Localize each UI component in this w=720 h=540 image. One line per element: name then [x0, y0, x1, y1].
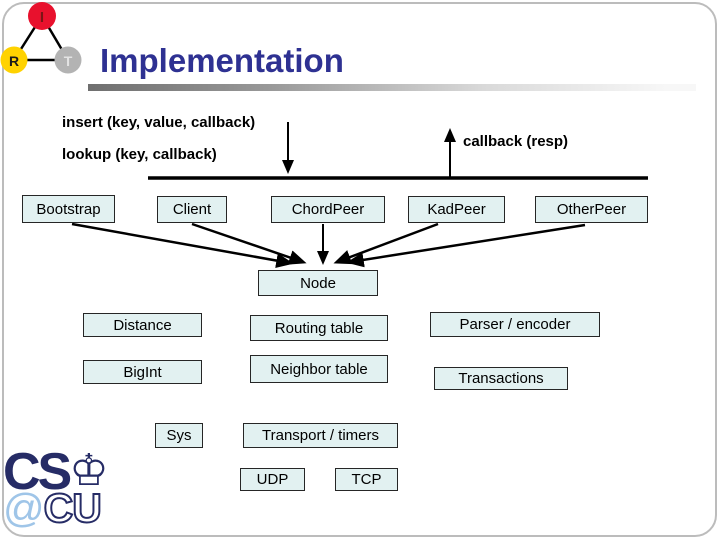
peer-box-otherpeer: OtherPeer — [535, 196, 648, 223]
cscu-cs-text: CS — [3, 443, 72, 501]
component-box-sys: Sys — [155, 423, 203, 448]
component-box-routing-table: Routing table — [250, 315, 388, 341]
component-box-transactions: Transactions — [434, 367, 568, 390]
node-box: Node — [258, 270, 378, 296]
component-box-udp: UDP — [240, 468, 305, 491]
component-box-bigint: BigInt — [83, 360, 202, 384]
peer-box-kadpeer: KadPeer — [408, 196, 505, 223]
component-box-tcp: TCP — [335, 468, 398, 491]
component-box-parser-encoder: Parser / encoder — [430, 312, 600, 337]
component-box-neighbor-table: Neighbor table — [250, 355, 388, 383]
logo-node-i-icon: I — [28, 2, 56, 30]
kadpeer-to-node-arrow — [333, 222, 439, 265]
cscu-logo: CS♔ @CU — [3, 446, 109, 531]
logo-node-t-icon: T — [54, 46, 82, 74]
logo-node-i-label: I — [40, 9, 44, 26]
logo-node-t-label: T — [64, 53, 73, 69]
bootstrap-to-node-arrow — [71, 222, 294, 268]
page-title: Implementation — [100, 42, 344, 79]
otherpeer-to-node-arrow — [346, 223, 586, 268]
irt-triangle-logo: I R T — [0, 2, 82, 74]
title-underline-bar — [88, 84, 696, 91]
peer-box-client: Client — [157, 196, 227, 223]
api-insert-label: insert (key, value, callback) — [62, 114, 256, 131]
logo-node-r-label: R — [9, 53, 19, 69]
api-callback-resp-label: callback (resp) — [463, 133, 569, 150]
component-box-transport-timers: Transport / timers — [243, 423, 398, 448]
cscu-cu-text: CU — [43, 485, 103, 531]
peer-box-bootstrap: Bootstrap — [22, 195, 115, 223]
component-box-distance: Distance — [83, 313, 202, 337]
cscu-at-text: @ — [3, 485, 45, 531]
crown-icon: ♔ — [69, 446, 109, 495]
cscu-logo-line1: CS♔ — [3, 446, 109, 498]
api-lookup-label: lookup (key, callback) — [62, 146, 217, 163]
peer-box-chordpeer: ChordPeer — [271, 196, 385, 223]
logo-node-r-icon: R — [0, 46, 28, 74]
cscu-logo-line2: @CU — [3, 485, 109, 531]
client-to-node-arrow — [191, 222, 307, 265]
